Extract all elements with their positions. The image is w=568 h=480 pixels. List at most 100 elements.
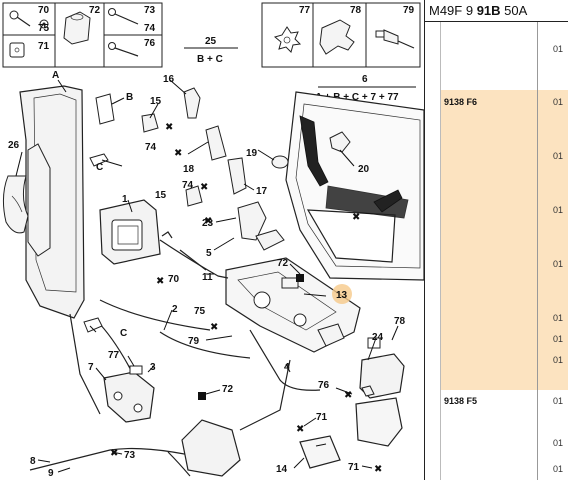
callout-3: 3 — [150, 362, 156, 373]
svg-text:✖: ✖ — [296, 424, 304, 435]
part-qty: 01 — [553, 151, 564, 161]
callout-79: 79 — [403, 5, 415, 16]
door-inner-panel — [285, 91, 424, 281]
reference-row[interactable]: 01 — [441, 334, 568, 348]
svg-text:✖: ✖ — [165, 122, 173, 133]
callout-76: 76 — [144, 38, 156, 49]
reference-row[interactable]: 01 — [441, 464, 568, 478]
callout-19: 19 — [246, 148, 258, 159]
callout-77: 77 — [299, 5, 311, 16]
part-qty: 01 — [553, 44, 564, 54]
callout-23: 23 — [202, 218, 214, 229]
callout-6-sub: A + B + C + 7 + 77 — [315, 92, 399, 103]
callout-73: 73 — [144, 5, 156, 16]
part-qty: 01 — [553, 259, 564, 269]
screw-icon — [9, 10, 31, 27]
svg-text:✖: ✖ — [344, 390, 352, 401]
reference-header: M49F 9 91B 50A — [425, 0, 568, 22]
part-reference-panel: M49F 9 91B 50A 01 9138 F6 01 01 01 01 01… — [424, 0, 568, 480]
callout-1: 1 — [122, 194, 128, 205]
svg-text:✖: ✖ — [374, 464, 382, 475]
svg-text:✖: ✖ — [210, 322, 218, 333]
callout-6: 6 — [362, 74, 368, 85]
callout-71b: 71 — [316, 412, 328, 423]
callout-15: 15 — [150, 96, 162, 107]
reference-row[interactable]: 01 — [441, 438, 568, 452]
part-qty: 01 — [553, 205, 564, 215]
callout-9: 9 — [48, 468, 54, 479]
reference-row[interactable]: 01 — [441, 151, 568, 165]
washer-icon — [39, 19, 49, 29]
callout-4: 4 — [284, 362, 290, 373]
callout-25: 25 — [205, 36, 217, 47]
small-parts — [83, 87, 381, 400]
svg-text:✖: ✖ — [156, 276, 164, 287]
rivet-icon — [375, 29, 415, 49]
callout-72: 72 — [89, 5, 101, 16]
svg-text:✖: ✖ — [110, 448, 118, 459]
callout-74: 74 — [144, 23, 156, 34]
callout-A: A — [52, 70, 59, 81]
star-washer-icon — [273, 26, 302, 53]
clip-nut-icon — [9, 42, 25, 58]
hinge-lower — [167, 419, 241, 477]
exploded-parts-diagram: 70 75 71 72 73 74 76 25 B + C 77 78 79 6… — [2, 2, 424, 479]
clip-fastener-icon — [319, 19, 355, 55]
part-qty: 01 — [553, 334, 564, 344]
door-pillar — [19, 85, 85, 319]
hardware-box-left: 70 75 71 72 73 74 76 — [2, 2, 163, 68]
fastener-markers: ✖ ✖ ✖ ✖ ✖ ✖ ✖ ✖ ✖ ✖ ✖ — [110, 122, 382, 475]
callout-75b: 75 — [194, 306, 206, 317]
svg-text:✖: ✖ — [352, 212, 360, 223]
callout-79b: 79 — [188, 336, 200, 347]
callout-72c: 72 — [222, 384, 234, 395]
reference-row[interactable]: 01 — [441, 205, 568, 219]
callout-16: 16 — [163, 74, 175, 85]
part-qty: 01 — [553, 396, 564, 406]
inner-handle — [99, 199, 161, 265]
callout-70b: 70 — [168, 274, 180, 285]
reference-row[interactable]: 01 — [441, 313, 568, 327]
part-qty: 01 — [553, 313, 564, 323]
part-qty: 01 — [553, 464, 564, 474]
reference-row[interactable]: 01 — [441, 259, 568, 273]
seal-part — [2, 175, 29, 234]
callout-11: 11 — [202, 272, 213, 283]
callout-8: 8 — [30, 456, 36, 467]
callout-5: 5 — [206, 248, 212, 259]
part-qty: 01 — [553, 97, 564, 107]
callout-70: 70 — [38, 5, 50, 16]
callout-71c: 71 — [348, 462, 360, 473]
callout-78: 78 — [350, 5, 362, 16]
reference-row[interactable]: 01 — [441, 44, 568, 58]
svg-text:✖: ✖ — [174, 148, 182, 159]
hinge-upper — [103, 371, 155, 423]
callout-labels: A B 26 16 15 74 C 18 19 20 74 15 17 1 23… — [8, 70, 406, 479]
callout-26: 26 — [8, 140, 20, 151]
highlight-marker — [332, 284, 352, 304]
callout-15b: 15 — [155, 190, 167, 201]
svg-text:✖: ✖ — [200, 182, 208, 193]
reference-row[interactable]: 9138 F6 01 — [441, 97, 568, 111]
callout-74c: 74 — [182, 180, 194, 191]
part-qty: 01 — [553, 438, 564, 448]
callout-78b: 78 — [394, 316, 406, 327]
callout-13: 13 — [336, 290, 348, 301]
highlighted-row-band — [441, 90, 568, 390]
callout-C: C — [96, 162, 103, 173]
part-code: 9138 F6 — [444, 97, 478, 107]
linkage-rods — [29, 231, 321, 471]
callout-C2: C — [120, 328, 127, 339]
reference-row[interactable]: 01 — [441, 355, 568, 369]
svg-text:✖: ✖ — [204, 216, 212, 227]
reference-header-suffix: 50A — [500, 3, 528, 18]
callout-24: 24 — [372, 332, 384, 343]
cage-nut-icon — [63, 11, 91, 45]
callout-73b: 73 — [124, 450, 136, 461]
callout-2: 2 — [172, 304, 178, 315]
callout-74b: 74 — [145, 142, 157, 153]
callout-77b: 77 — [108, 350, 120, 361]
callout-B: B — [126, 92, 133, 103]
callout-7: 7 — [88, 362, 94, 373]
reference-row[interactable]: 9138 F5 01 — [441, 396, 568, 410]
